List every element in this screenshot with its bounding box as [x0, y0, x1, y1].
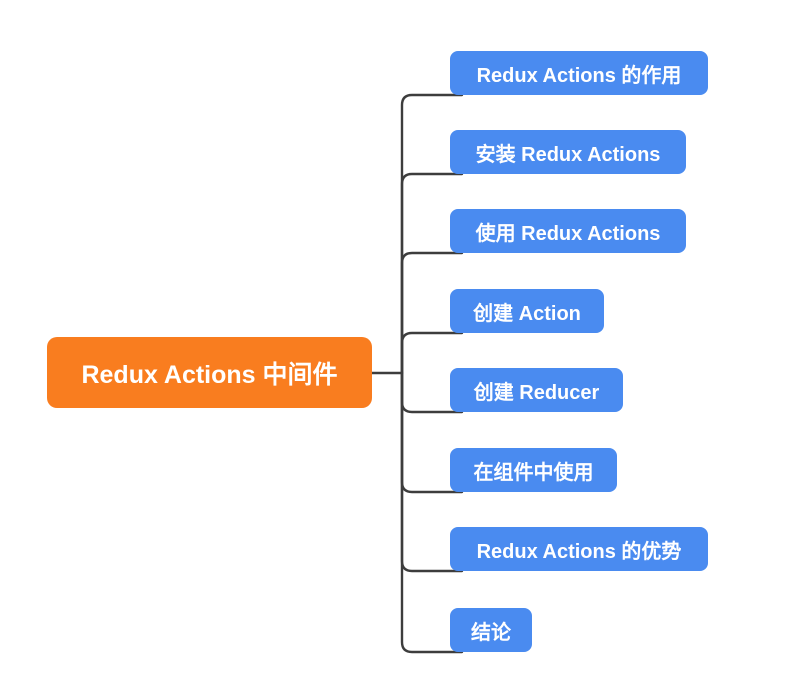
connector-branch-4	[400, 331, 464, 375]
node-label: 在组件中使用	[473, 461, 594, 484]
node-label: Redux Actions 的作用	[476, 64, 682, 87]
connector-branch-2	[400, 172, 464, 375]
mindmap-node-conclusion[interactable]: 结论	[450, 608, 532, 652]
node-label: Redux Actions 的优势	[476, 540, 682, 563]
node-label: 使用 Redux Actions	[475, 222, 661, 245]
mindmap-node-redux-actions-purpose[interactable]: Redux Actions 的作用	[450, 51, 708, 95]
node-label: 创建 Action	[473, 302, 581, 325]
node-label: 安装 Redux Actions	[475, 143, 661, 166]
mindmap-node-use-redux-actions[interactable]: 使用 Redux Actions	[450, 209, 686, 253]
mindmap-node-redux-actions-advantages[interactable]: Redux Actions 的优势	[450, 527, 708, 571]
connector-branch-3	[400, 251, 464, 375]
connector-branch-1	[400, 93, 464, 375]
connector-branch-8	[400, 371, 464, 654]
node-label: 创建 Reducer	[473, 381, 600, 404]
mindmap-node-install-redux-actions[interactable]: 安装 Redux Actions	[450, 130, 686, 174]
mindmap-node-use-in-component[interactable]: 在组件中使用	[450, 448, 617, 492]
mindmap-node-create-action[interactable]: 创建 Action	[450, 289, 604, 333]
root-node-label: Redux Actions 中间件	[81, 360, 338, 389]
node-label: 结论	[471, 621, 511, 644]
mindmap-node-create-reducer[interactable]: 创建 Reducer	[450, 368, 623, 412]
mindmap-root-node[interactable]: Redux Actions 中间件	[47, 337, 372, 408]
